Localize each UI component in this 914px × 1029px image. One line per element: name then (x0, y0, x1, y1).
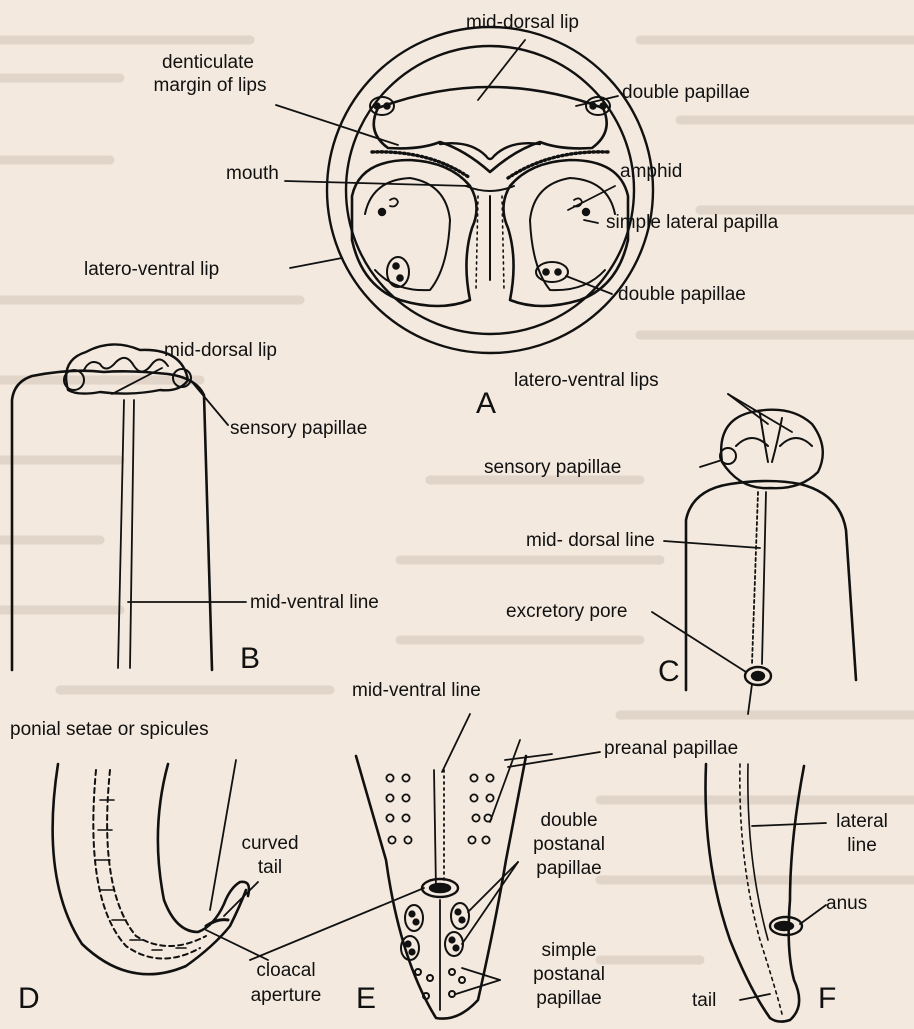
label-f-line: line (822, 835, 902, 857)
label-a-simple-lateral-papilla: simple lateral papilla (606, 212, 778, 234)
label-f-tail: tail (692, 990, 716, 1012)
label-d-aperture: aperture (236, 985, 336, 1007)
label-e-mid-ventral-line: mid-ventral line (352, 680, 481, 702)
label-a-mid-dorsal-lip: mid-dorsal lip (466, 12, 579, 34)
label-b-mid-ventral-line: mid-ventral line (250, 592, 379, 614)
label-e-double: double (514, 810, 624, 832)
label-a-latero-ventral-lip: latero-ventral lip (84, 259, 219, 281)
label-c-mid-dorsal-line: mid- dorsal line (526, 530, 655, 552)
panel-a-drawing (276, 27, 653, 353)
label-e-postanal-1: postanal (514, 834, 624, 856)
panel-letter-c: C (658, 656, 680, 688)
label-a-denticulate-1: denticulate (118, 52, 298, 74)
label-f-lateral: lateral (822, 811, 902, 833)
label-d-tail: tail (230, 857, 310, 879)
panel-letter-a: A (476, 388, 496, 420)
panel-b-drawing (12, 344, 246, 670)
label-c-latero-ventral-lips: latero-ventral lips (514, 370, 659, 392)
panel-letter-b: B (240, 643, 260, 675)
label-e-simple: simple (514, 940, 624, 962)
panel-letter-d: D (18, 983, 40, 1015)
label-e-papillae-1: papillae (514, 858, 624, 880)
label-e-papillae-2: papillae (514, 988, 624, 1010)
label-e-preanal-papillae: preanal papillae (604, 738, 738, 760)
label-a-denticulate-2: margin of lips (120, 75, 300, 97)
label-a-double-papillae-top: double papillae (622, 82, 750, 104)
panel-f-drawing (706, 764, 827, 1022)
label-c-sensory-papillae: sensory papillae (484, 457, 621, 479)
label-a-double-papillae-bottom: double papillae (618, 284, 746, 306)
label-b-mid-dorsal-lip: mid-dorsal lip (164, 340, 277, 362)
panel-letter-f: F (818, 983, 836, 1015)
label-e-postanal-2: postanal (514, 964, 624, 986)
label-b-sensory-papillae: sensory papillae (230, 418, 367, 440)
label-a-mouth: mouth (226, 163, 279, 185)
label-f-anus: anus (826, 893, 867, 915)
label-c-excretory-pore: excretory pore (506, 601, 627, 623)
label-d-penial-setae: ponial setae or spicules (10, 719, 209, 741)
label-d-cloacal: cloacal (236, 960, 336, 982)
panel-letter-e: E (356, 983, 376, 1015)
panel-c-drawing (652, 394, 856, 714)
label-d-curved: curved (230, 833, 310, 855)
label-a-amphid: amphid (620, 161, 682, 183)
